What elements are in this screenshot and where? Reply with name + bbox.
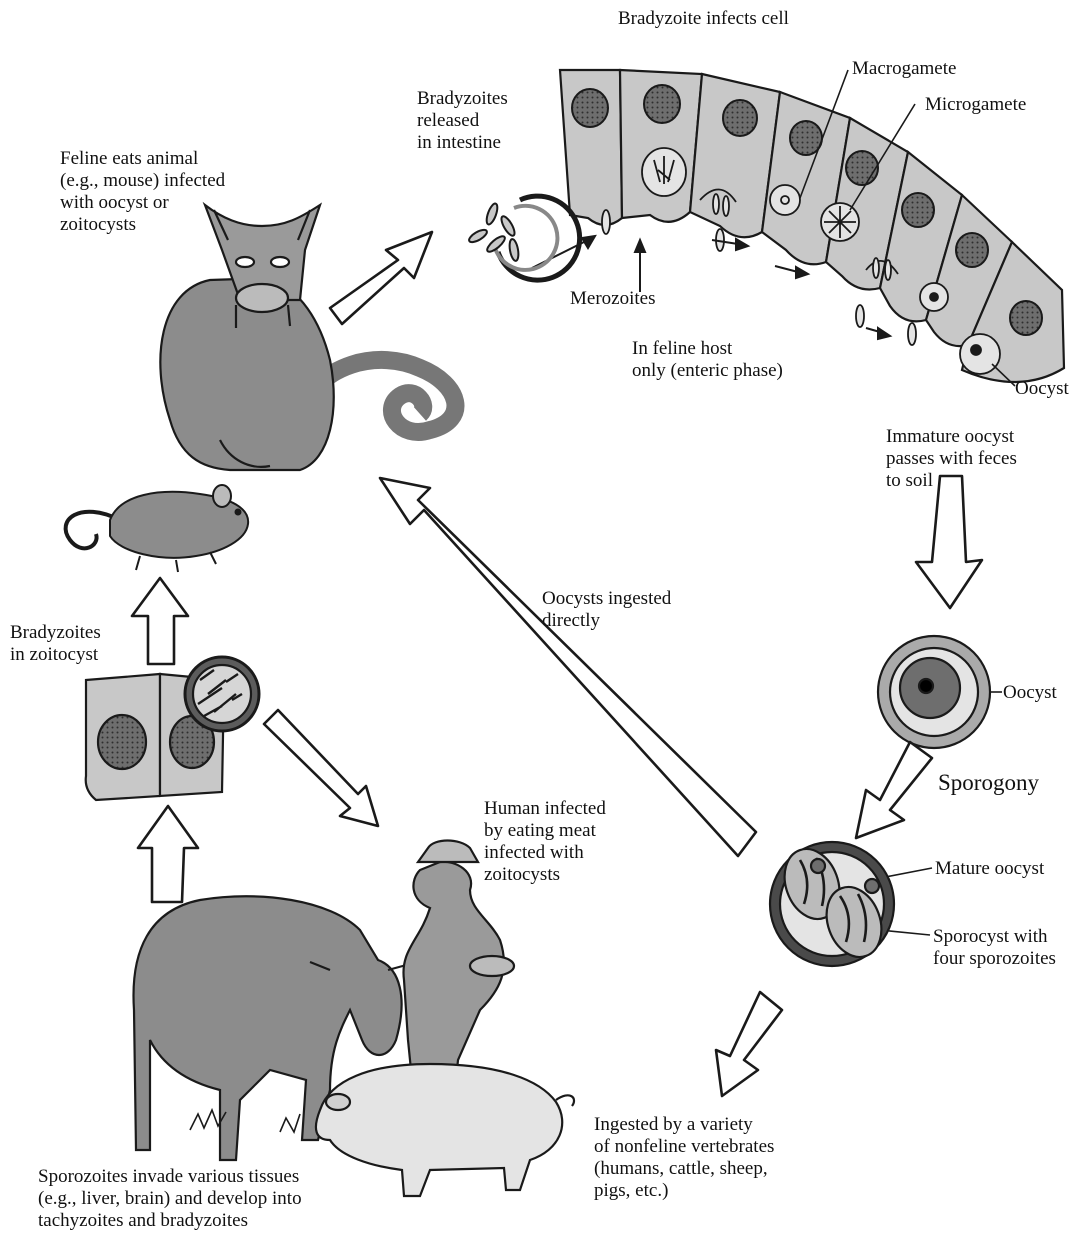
released-bradyzoites bbox=[467, 196, 579, 280]
label-feline-eats: Feline eats animal (e.g., mouse) infecte… bbox=[60, 148, 225, 236]
livestock-illustration bbox=[134, 841, 575, 1197]
mouse-illustration bbox=[66, 485, 249, 572]
label-bradyzoites-zoitocyst: Bradyzoites in zoitocyst bbox=[10, 622, 101, 666]
label-sporogony: Sporogony bbox=[938, 770, 1039, 796]
label-macrogamete: Macrogamete bbox=[852, 58, 956, 80]
label-oocyst-mid: Oocyst bbox=[1003, 682, 1057, 704]
label-microgamete: Microgamete bbox=[925, 94, 1026, 116]
label-ingested-variety: Ingested by a variety of nonfeline verte… bbox=[594, 1114, 774, 1202]
label-merozoites: Merozoites bbox=[570, 288, 655, 310]
label-bradyzoites-released: Bradyzoites released in intestine bbox=[417, 88, 508, 154]
label-immature-oocyst: Immature oocyst passes with feces to soi… bbox=[886, 426, 1017, 492]
label-oocyst-top: Oocyst bbox=[1015, 378, 1069, 400]
immature-oocyst bbox=[878, 636, 990, 748]
label-oocysts-ingested: Oocysts ingested directly bbox=[542, 588, 671, 632]
label-bradyzoite-infects-cell: Bradyzoite infects cell bbox=[618, 8, 789, 30]
mature-oocyst bbox=[770, 841, 894, 966]
label-mature-oocyst: Mature oocyst bbox=[935, 858, 1044, 880]
label-sporozoites-invade: Sporozoites invade various tissues (e.g.… bbox=[38, 1166, 302, 1232]
label-sporocyst: Sporocyst with four sporozoites bbox=[933, 926, 1056, 970]
label-human-infected: Human infected by eating meat infected w… bbox=[484, 798, 606, 886]
label-feline-host: In feline host only (enteric phase) bbox=[632, 338, 783, 382]
zoitocyst-tissue bbox=[86, 657, 259, 800]
